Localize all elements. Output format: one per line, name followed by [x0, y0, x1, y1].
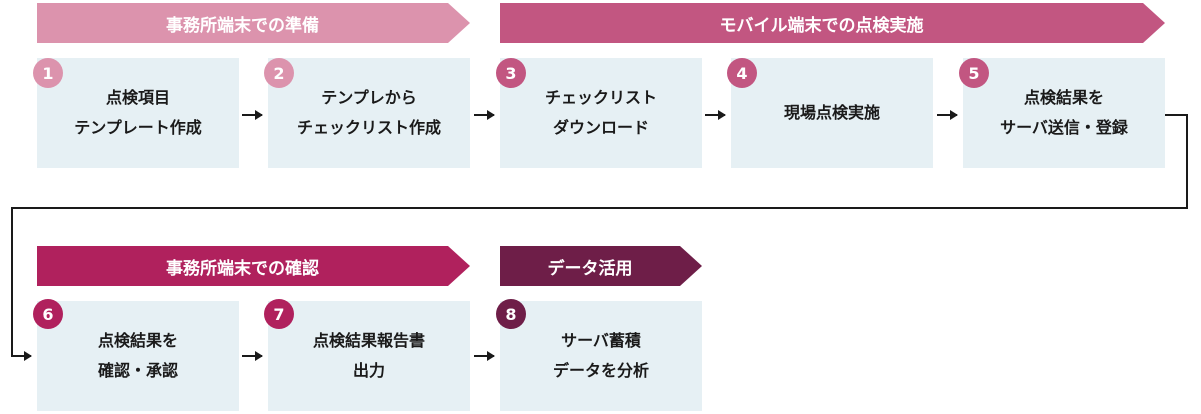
- step-label-3: チェックリスト ダウンロード: [544, 88, 657, 137]
- step-label-2: テンプレから チェックリスト作成: [296, 88, 441, 137]
- step-box-2: テンプレから チェックリスト作成: [268, 58, 470, 168]
- step-number-2: 2: [264, 58, 294, 88]
- step-box-1: 点検項目 テンプレート作成: [37, 58, 239, 168]
- step-number-4: 4: [727, 58, 757, 88]
- step-label-4: 現場点検実施: [783, 103, 880, 122]
- step-label-1: 点検項目 テンプレート作成: [74, 88, 202, 137]
- step-box-5: 点検結果を サーバ送信・登録: [963, 58, 1165, 168]
- step-label-6: 点検結果を 確認・承認: [97, 331, 178, 380]
- step-label-8: サーバ蓄積 データを分析: [552, 331, 649, 380]
- step-number-8: 8: [496, 299, 526, 329]
- step-number-7: 7: [264, 299, 294, 329]
- step-box-7: 点検結果報告書 出力: [268, 301, 470, 411]
- step-number-1: 1: [33, 58, 63, 88]
- banner-mobile-inspection: モバイル端末での点検実施: [500, 3, 1165, 43]
- step-label-7: 点検結果報告書 出力: [312, 331, 425, 380]
- step-box-8: サーバ蓄積 データを分析: [500, 301, 702, 411]
- banner-office-confirmation: 事務所端末での確認: [37, 246, 470, 286]
- step-number-6: 6: [33, 299, 63, 329]
- step-label-5: 点検結果を サーバ送信・登録: [1000, 88, 1128, 137]
- step-box-4: 現場点検実施: [731, 58, 933, 168]
- step-number-5: 5: [959, 58, 989, 88]
- step-box-6: 点検結果を 確認・承認: [37, 301, 239, 411]
- banner-data-utilization: データ活用: [500, 246, 702, 286]
- step-number-3: 3: [496, 58, 526, 88]
- banner-office-preparation: 事務所端末での準備: [37, 3, 470, 43]
- step-box-3: チェックリスト ダウンロード: [500, 58, 702, 168]
- connector-5-to-6: [11, 114, 1188, 361]
